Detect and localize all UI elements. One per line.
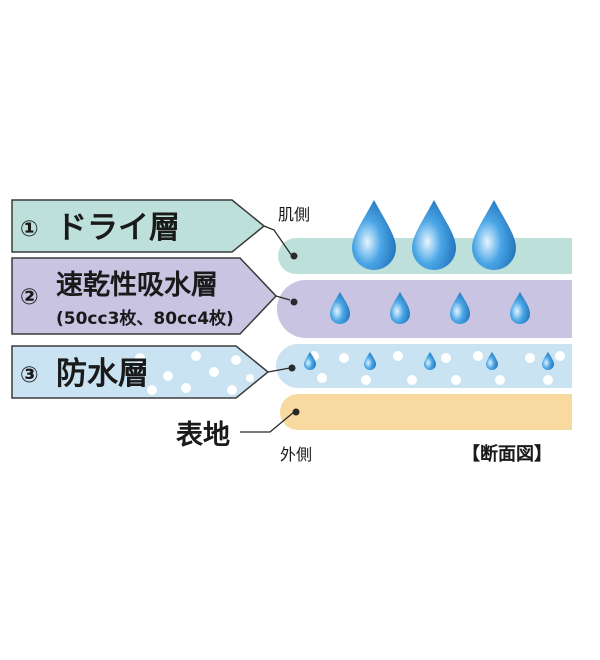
band-outer-fabric <box>280 394 572 430</box>
tag-waterproof-layer: ③ 防水層 <box>11 345 270 399</box>
water-drops-medium <box>330 292 530 324</box>
leader-lines <box>240 225 295 433</box>
tag-waterproof-layer-number: ③ <box>20 363 39 388</box>
water-drop-icon <box>472 200 516 270</box>
water-drop-icon <box>412 200 456 270</box>
tag-absorbent-layer-label: 速乾性吸水層 <box>56 270 218 301</box>
tag-waterproof-layer-label: 防水層 <box>56 356 149 392</box>
tag-absorbent-layer-shape <box>11 257 278 335</box>
tag-dry-layer: ① ドライ層 <box>11 199 266 253</box>
cross-section-caption: 【断面図】 <box>462 443 552 465</box>
tag-absorbent-layer-sub: (50cc3枚、80cc4枚) <box>56 308 234 329</box>
waterproof-pattern-dots <box>309 351 565 385</box>
tag-waterproof-layer-shape <box>11 345 270 399</box>
tag-dry-layer-label: ドライ層 <box>56 210 180 246</box>
water-drops-large <box>352 200 516 270</box>
water-drop-icon <box>390 292 410 324</box>
waterproof-small-drops <box>304 352 554 370</box>
outer-fabric-label: 表地 <box>176 420 230 451</box>
tag-absorbent-layer-number: ② <box>20 285 39 310</box>
leader-dots <box>288 252 300 416</box>
water-drop-icon <box>450 292 470 324</box>
skin-side-label: 肌側 <box>278 205 310 224</box>
band-absorbent-layer <box>277 280 572 338</box>
tag-absorbent-layer: ② 速乾性吸水層 (50cc3枚、80cc4枚) <box>11 257 278 335</box>
band-waterproof-layer <box>276 344 572 388</box>
water-drop-icon <box>330 292 350 324</box>
tag-dry-layer-number: ① <box>20 217 39 242</box>
tag-waterproof-pattern <box>135 351 254 395</box>
water-drop-icon <box>352 200 396 270</box>
water-drop-icon <box>510 292 530 324</box>
outer-side-label: 外側 <box>280 445 312 464</box>
tag-dry-layer-shape <box>11 199 266 253</box>
